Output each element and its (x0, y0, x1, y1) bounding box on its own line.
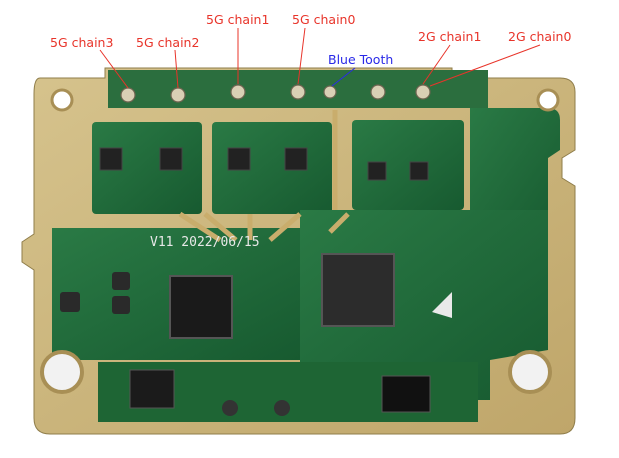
antenna-connectors (120, 84, 431, 103)
label-5g-chain1: 5G chain1 (206, 12, 270, 27)
bluetooth-pointer-line (331, 67, 356, 87)
main-soc-chip (169, 275, 233, 339)
rf-frontend-chips (99, 147, 429, 181)
flash-chip (129, 369, 175, 409)
power-inductors (60, 272, 290, 416)
manufacturer-logo (432, 292, 452, 318)
mounting-holes (40, 88, 560, 394)
rf-traces (178, 110, 350, 243)
label-5g-chain0: 5G chain0 (292, 12, 356, 27)
label-pointer-lines (99, 27, 541, 89)
wifi-chip (321, 253, 395, 327)
label-2g-chain0: 2G chain0 (508, 29, 572, 44)
label-5g-chain2: 5G chain2 (136, 35, 200, 50)
memory-chip (381, 375, 431, 413)
label-5g-chain3: 5G chain3 (50, 35, 114, 50)
board-version-silkscreen: V11 2022/06/15 (150, 235, 260, 250)
label-2g-chain1: 2G chain1 (418, 29, 482, 44)
label-bluetooth: Blue Tooth (328, 52, 394, 67)
